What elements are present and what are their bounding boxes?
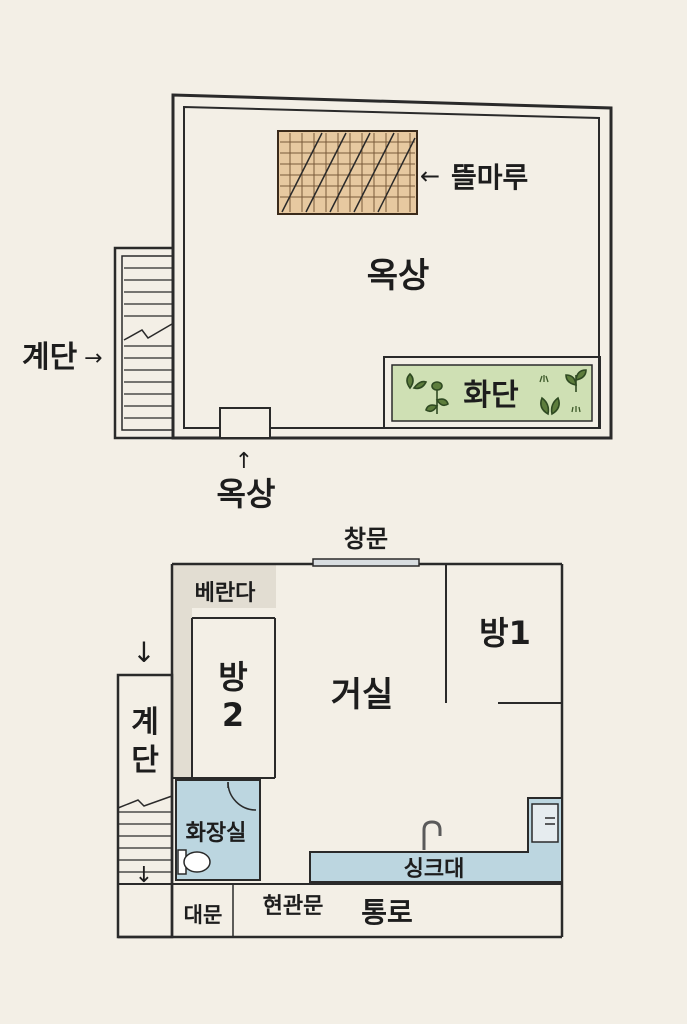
plant-icon <box>540 396 560 416</box>
grass-icon <box>539 375 581 413</box>
gate-label: 대문 <box>184 903 223 927</box>
bathroom-label: 화장실 <box>186 821 247 846</box>
rooftop-access-hatch <box>219 407 271 439</box>
window <box>312 558 420 567</box>
room-1-label: 방1 <box>479 614 531 652</box>
rooftop-stairs <box>113 246 175 440</box>
floor-stairs-arrow-bottom: ↓ <box>135 863 153 888</box>
window-label: 창문 <box>344 525 388 553</box>
rooftop-access-arrow: ↑ <box>235 449 253 474</box>
rooftop-stairs-arrow: → <box>84 346 102 371</box>
plant-icon <box>425 381 449 414</box>
bathroom <box>175 779 261 881</box>
plant-icon <box>565 369 587 392</box>
living-room-label: 거실 <box>331 675 394 715</box>
faucet-icon <box>422 820 442 850</box>
stair-break-mark <box>123 323 173 341</box>
rooftop-label: 옥상 <box>367 256 430 296</box>
toilet-icon <box>177 849 211 875</box>
plant-icon <box>406 372 428 390</box>
sink-label: 싱크대 <box>404 857 465 882</box>
refrigerator-icon <box>531 803 559 843</box>
room-2-label-line1: 방 <box>218 658 247 696</box>
flowerbed-label: 화단 <box>463 378 519 413</box>
entrance-door-label: 현관문 <box>263 894 324 919</box>
room-2 <box>172 617 276 779</box>
deck-arrow: ← <box>420 162 440 190</box>
stair-break-mark <box>117 795 173 809</box>
veranda <box>172 564 276 778</box>
floor-plan: 창문 베란다 방1 방 2 거실 <box>116 525 564 939</box>
room-1 <box>445 564 562 704</box>
hallway-label: 통로 <box>361 896 413 929</box>
rooftop-plan: ← 뜰마루 옥상 <box>22 93 613 513</box>
deck <box>277 130 418 215</box>
floor-stairs <box>116 673 174 939</box>
room-2-label-line2: 2 <box>222 696 244 734</box>
rooftop-stairs-label: 계단 <box>22 340 78 375</box>
veranda-label: 베란다 <box>195 581 256 606</box>
floor-stairs-label-line1: 계 <box>131 705 159 740</box>
deck-label: 뜰마루 <box>451 161 528 194</box>
floor-stairs-arrow-top: ↓ <box>132 636 155 669</box>
floor-stairs-label-line2: 단 <box>131 743 159 778</box>
flowerbed <box>383 356 601 429</box>
rooftop-access-label: 옥상 <box>217 475 276 513</box>
sink-counter <box>309 797 563 883</box>
